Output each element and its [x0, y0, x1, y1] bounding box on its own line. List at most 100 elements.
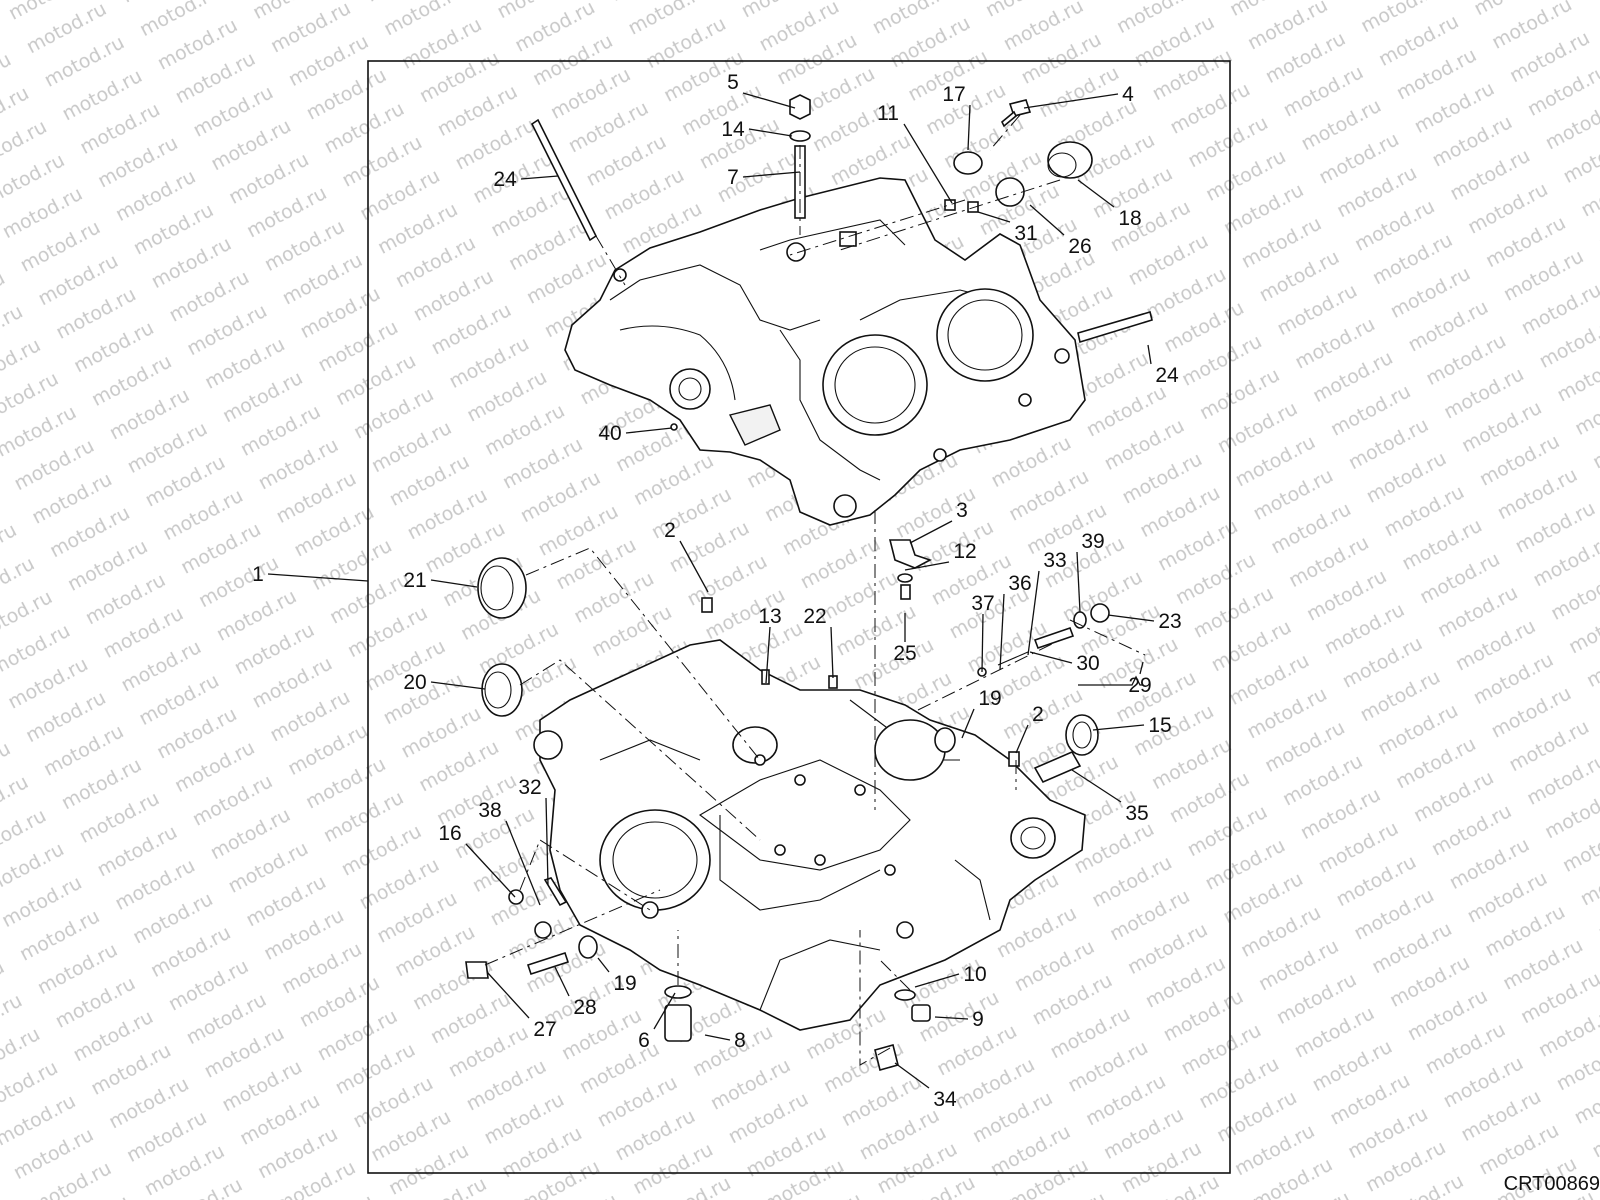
leader-line — [1023, 93, 1119, 109]
callout-c18: 18 — [1077, 179, 1142, 230]
callout-number: 15 — [1148, 714, 1171, 737]
leader-line — [981, 613, 984, 673]
leader-line — [765, 626, 771, 684]
callout-number: 13 — [758, 605, 781, 628]
callout-c39: 39 — [1076, 530, 1105, 613]
leader-line — [894, 1062, 930, 1089]
leader-line — [1077, 179, 1115, 208]
callout-c30: 30 — [1029, 651, 1100, 675]
callout-c35: 35 — [1071, 769, 1149, 825]
callout-number: 26 — [1068, 235, 1091, 258]
callout-number: 8 — [734, 1029, 746, 1052]
callout-c4: 4 — [1023, 83, 1134, 109]
leader-line — [554, 966, 570, 997]
callout-number: 33 — [1043, 549, 1066, 572]
callout-number: 31 — [1014, 222, 1037, 245]
callout-c29: 29 — [1128, 661, 1152, 697]
callout-c36: 36 — [999, 572, 1032, 671]
callout-number: 9 — [972, 1008, 984, 1031]
drawing-code: CRT00869 — [1503, 1173, 1600, 1195]
callout-number: 37 — [971, 592, 994, 615]
leader-line — [742, 171, 801, 178]
callout-c31: 31 — [977, 211, 1038, 245]
callout-number: 35 — [1125, 802, 1148, 825]
leader-line — [267, 573, 369, 582]
leader-line — [545, 797, 549, 886]
callout-c33: 33 — [1027, 549, 1067, 656]
callout-c8: 8 — [704, 1029, 746, 1052]
leader-line — [999, 593, 1005, 671]
callout-number: 24 — [493, 168, 517, 191]
callout-number: 23 — [1158, 610, 1181, 633]
assembly-lines — [484, 114, 1146, 1066]
callout-number: 1 — [252, 563, 264, 586]
callout-c11: 11 — [877, 102, 953, 204]
leader-line — [909, 520, 953, 544]
callout-number: 38 — [478, 799, 501, 822]
leader-line — [934, 1016, 969, 1020]
callout-c28: 28 — [554, 966, 597, 1019]
callout-c6: 6 — [638, 992, 676, 1052]
callout-c26: 26 — [1029, 204, 1092, 258]
leader-line — [1107, 614, 1155, 622]
leader-line — [679, 540, 709, 593]
callout-c17: 17 — [942, 83, 971, 151]
leader-line — [904, 561, 950, 571]
callout-number: 17 — [942, 83, 965, 106]
callout-number: 10 — [963, 963, 986, 986]
leader-line — [903, 123, 953, 204]
callout-number: 25 — [893, 642, 916, 665]
callout-number: 28 — [573, 996, 596, 1019]
callout-c14: 14 — [721, 118, 793, 141]
callout-number: 16 — [438, 822, 461, 845]
callout-number: 30 — [1076, 652, 1099, 675]
callout-number: 40 — [598, 422, 621, 445]
callout-number: 12 — [953, 540, 976, 563]
callout-number: 18 — [1118, 207, 1141, 230]
callout-c13: 13 — [758, 605, 782, 684]
callout-number: 32 — [518, 776, 541, 799]
callout-c25: 25 — [893, 613, 917, 665]
callout-number: 22 — [803, 605, 826, 628]
leader-line — [1027, 570, 1040, 656]
callout-number: 3 — [956, 499, 968, 522]
leader-line — [1029, 651, 1073, 664]
callout-number: 2 — [664, 519, 676, 542]
callout-c10: 10 — [914, 963, 987, 988]
leader-line — [505, 820, 541, 906]
callout-number: 19 — [978, 687, 1001, 710]
callout-number: 27 — [533, 1018, 556, 1041]
callout-number: 34 — [933, 1088, 957, 1111]
leader-line — [742, 92, 796, 109]
leader-line — [465, 843, 516, 898]
leader-line — [520, 175, 559, 180]
leader-line — [1015, 724, 1029, 754]
leader-line — [597, 957, 610, 973]
leader-line — [430, 681, 486, 690]
callout-c5: 5 — [727, 71, 796, 109]
callout-c3: 3 — [909, 499, 968, 544]
diagram-frame — [367, 60, 1231, 1174]
callout-number: 14 — [721, 118, 745, 141]
callout-c37: 37 — [971, 592, 995, 673]
callout-c20: 20 — [403, 671, 486, 694]
leader-line — [961, 708, 975, 739]
callout-number: 39 — [1081, 530, 1104, 553]
callout-c27: 27 — [486, 971, 557, 1041]
leader-line — [914, 973, 960, 988]
leader-line — [977, 211, 1011, 223]
callout-number: 11 — [877, 102, 899, 125]
callout-number: 6 — [638, 1029, 650, 1052]
callout-c7: 7 — [727, 166, 801, 189]
callout-number: 36 — [1008, 572, 1031, 595]
leader-line — [748, 128, 793, 137]
callout-c24b: 24 — [1147, 344, 1179, 387]
callout-c12: 12 — [904, 540, 977, 571]
callout-c9: 9 — [934, 1008, 984, 1031]
callout-c22: 22 — [803, 605, 834, 679]
callout-number: 4 — [1122, 83, 1134, 106]
callout-c2b: 2 — [1015, 703, 1044, 754]
leader-line — [704, 1034, 731, 1041]
